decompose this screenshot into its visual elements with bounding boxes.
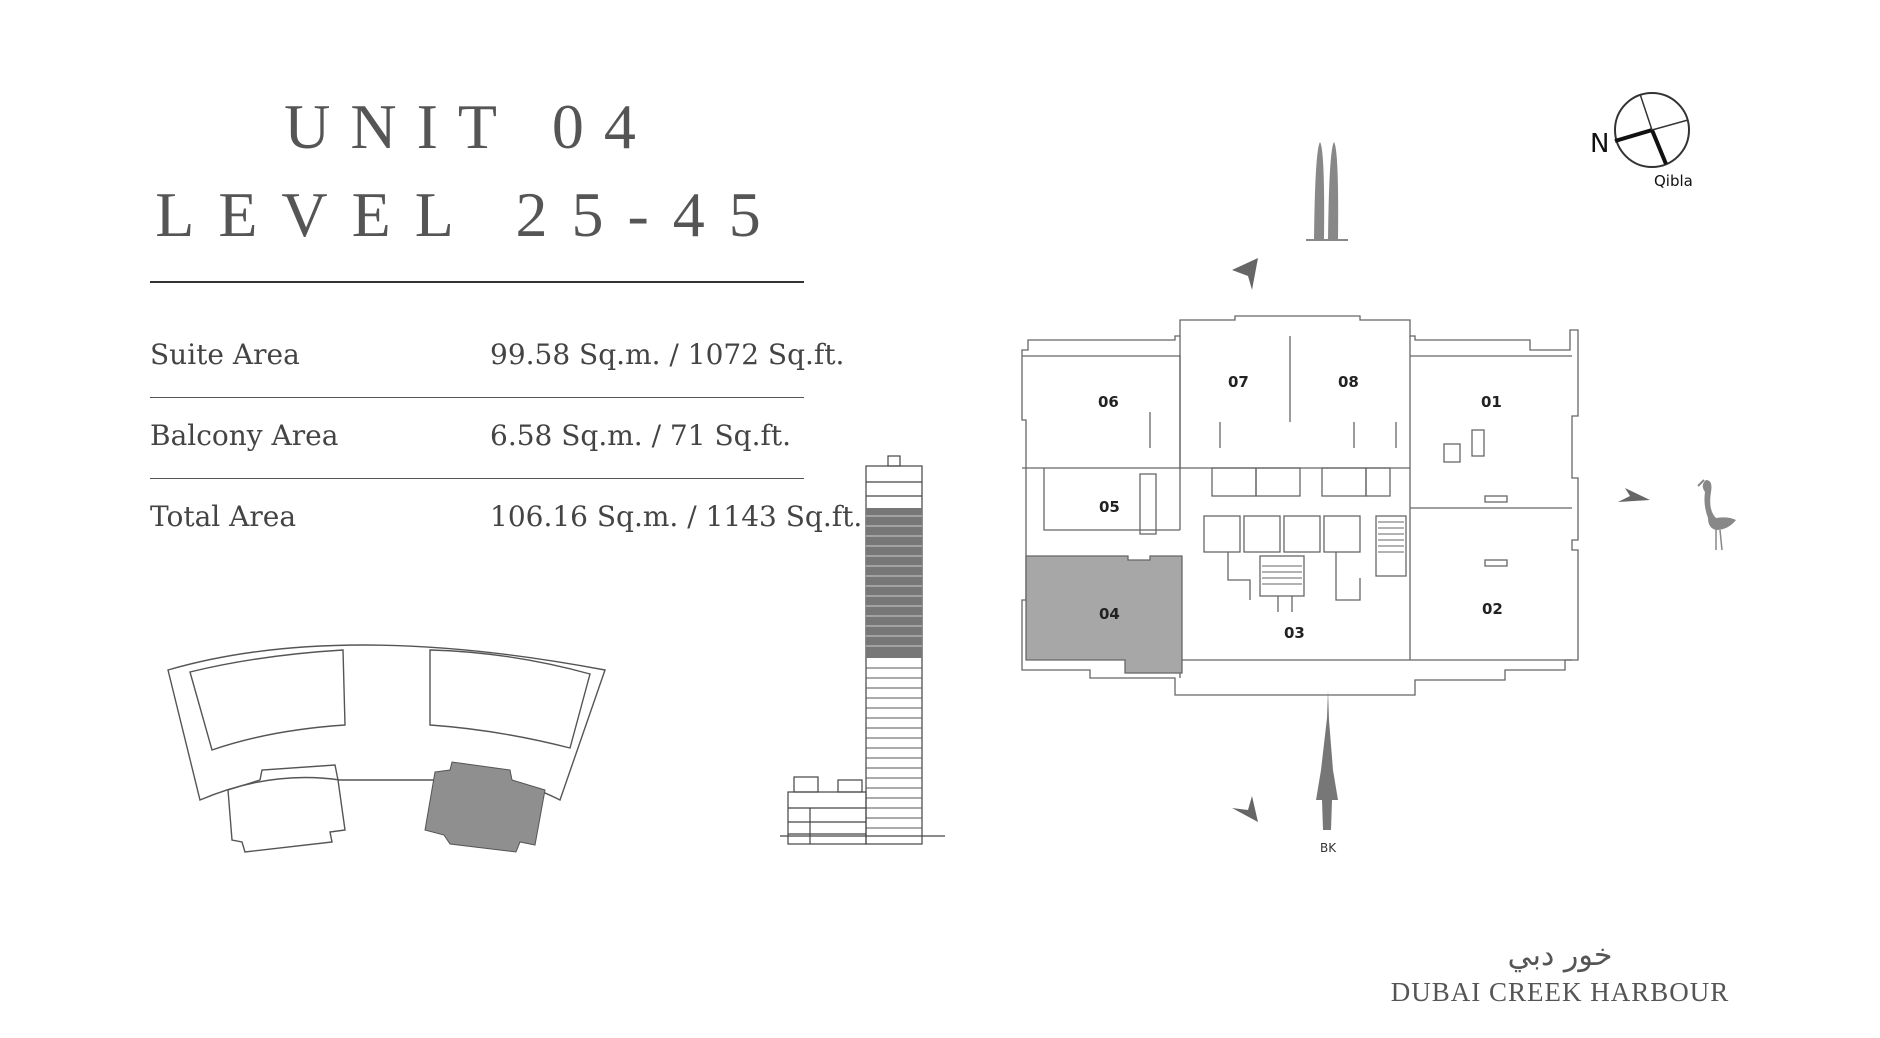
unit-label: 01 <box>1481 393 1502 411</box>
burj-khalifa-icon: BK <box>1316 690 1338 855</box>
unit-label: 06 <box>1098 393 1119 411</box>
spec-label: Total Area <box>150 500 297 533</box>
view-arrow-icon <box>1618 488 1650 502</box>
site-wing-left <box>189 649 346 751</box>
spec-row-balcony-area: Balcony Area 6.58 Sq.m. / 71 Sq.ft. <box>150 397 804 479</box>
spec-row-suite-area: Suite Area 99.58 Sq.m. / 1072 Sq.ft. <box>150 316 844 398</box>
spec-value: 99.58 Sq.m. / 1072 Sq.ft. <box>490 338 845 371</box>
spec-label: Balcony Area <box>150 419 339 452</box>
floor-plan-outline <box>1021 315 1579 696</box>
tower-podium <box>780 776 945 845</box>
unit-04-selected <box>1025 555 1183 674</box>
site-podium-outline <box>167 644 606 801</box>
unit-label: 02 <box>1482 600 1503 618</box>
view-arrow-icon <box>1232 258 1258 290</box>
view-arrow-icon <box>1232 796 1258 822</box>
brand-arabic-text: خور دبي <box>1508 938 1613 973</box>
spec-row-total-area: Total Area 106.16 Sq.m. / 1143 Sq.ft. <box>150 478 862 559</box>
unit-label: 04 <box>1099 605 1120 623</box>
brand-arabic-logo: خور دبي <box>1508 938 1613 973</box>
compass-qibla-label: Qibla <box>1654 172 1693 190</box>
tower-elevation <box>780 455 945 845</box>
level-title: LEVEL 25-45 <box>155 179 785 250</box>
unit-label: 08 <box>1338 373 1359 391</box>
compass-icon: N Qibla <box>1590 92 1693 190</box>
unit-title: UNIT 04 <box>284 91 656 162</box>
spec-value: 106.16 Sq.m. / 1143 Sq.ft. <box>490 500 863 533</box>
title-block: UNIT 04 LEVEL 25-45 <box>130 95 810 247</box>
spec-value: 6.58 Sq.m. / 71 Sq.ft. <box>490 419 791 452</box>
brand-name: DUBAI CREEK HARBOUR <box>1390 977 1730 1007</box>
flamingo-icon <box>1697 479 1736 551</box>
tower-crown <box>887 455 901 467</box>
brand-block: خور دبي DUBAI CREEK HARBOUR <box>1390 935 1730 1008</box>
tower-highlight-levels <box>866 508 922 658</box>
compass-north-label: N <box>1590 129 1609 159</box>
title-divider <box>150 281 804 283</box>
twin-towers-icon <box>1306 142 1348 241</box>
landmark-bk-label: BK <box>1320 841 1337 855</box>
site-wing-right <box>429 649 591 749</box>
unit-label: 03 <box>1284 624 1305 642</box>
unit-label: 07 <box>1228 373 1249 391</box>
site-key-plan <box>167 644 606 853</box>
site-tower-selected <box>424 761 546 853</box>
spec-label: Suite Area <box>150 338 300 371</box>
site-tower-left <box>227 764 346 853</box>
unit-label: 05 <box>1099 498 1120 516</box>
floor-plan: BK <box>1021 142 1736 855</box>
